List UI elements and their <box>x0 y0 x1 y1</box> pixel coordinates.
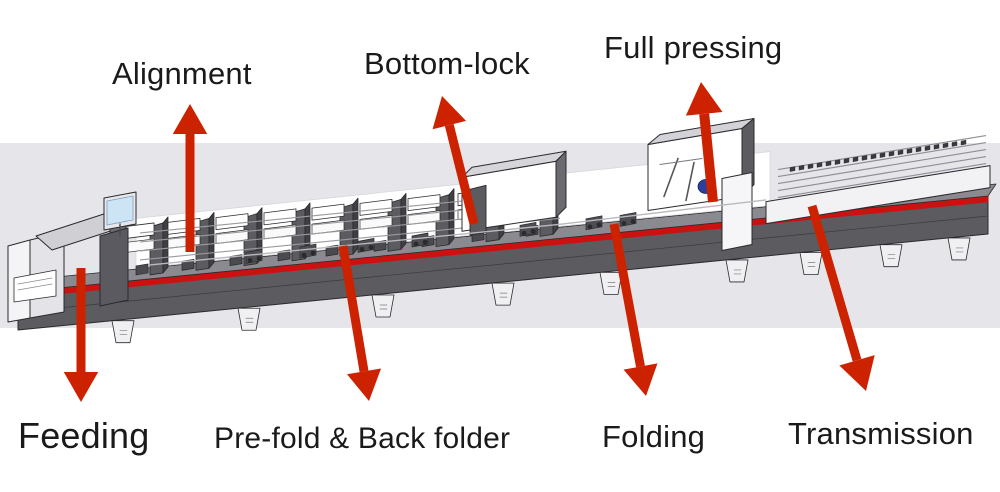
callout-label-transmission: Transmission <box>788 416 974 451</box>
machine-roller <box>596 222 602 228</box>
arrow-folding-shaft <box>609 223 645 368</box>
arrow-feeding <box>63 268 99 402</box>
arrow-transmission-head <box>839 355 875 391</box>
machine-foot-1 <box>237 307 261 331</box>
machine-foot-3 <box>491 282 515 306</box>
machine-base-seam <box>17 215 989 313</box>
machine-roller <box>587 224 593 230</box>
arrow-pre-fold-head <box>347 368 382 401</box>
arrow-feeding-head <box>63 372 99 402</box>
arrow-bottom-lock <box>432 96 479 226</box>
machine-foot-8 <box>947 237 971 261</box>
arrow-folding-head <box>623 363 658 396</box>
arrow-full-pressing-head <box>685 82 723 116</box>
callout-label-feeding: Feeding <box>18 415 150 456</box>
machine-operator-console <box>99 191 137 307</box>
machine-roller <box>521 230 527 236</box>
callout-label-folding: Folding <box>602 419 706 454</box>
callout-label-bottom-lock: Bottom-lock <box>364 46 530 81</box>
machine-roller <box>621 221 627 226</box>
machine-roller <box>310 250 316 256</box>
machine-foot-2 <box>371 294 395 318</box>
machine-conveyor-rail-3 <box>777 141 987 178</box>
machine-roller <box>413 241 419 247</box>
arrow-transmission <box>807 204 875 391</box>
machine-foot-0 <box>111 320 135 344</box>
arrow-bottom-lock-shaft <box>444 124 479 226</box>
arrow-transmission-shaft <box>807 204 862 362</box>
machine-console-screen <box>106 195 134 226</box>
machine-roller <box>301 252 307 258</box>
machine-foot-6 <box>799 252 823 276</box>
machine-roller <box>530 228 536 234</box>
machine-mechanism-block-2 <box>357 238 375 253</box>
arrow-alignment-head <box>172 104 208 134</box>
machine-roller <box>359 246 365 252</box>
machine-roller <box>422 239 428 245</box>
arrow-alignment-shaft <box>185 134 195 252</box>
arrow-pre-fold-shaft <box>338 245 369 373</box>
arrow-feeding-shaft <box>76 268 86 372</box>
machine-roller <box>247 258 253 263</box>
machine-roller <box>630 219 636 224</box>
arrow-full-pressing <box>685 82 723 203</box>
machine-bottom-lock-housing <box>461 150 567 236</box>
machine-foot-7 <box>879 244 903 268</box>
callout-label-full-pressing: Full pressing <box>604 30 783 65</box>
machine-mechanism-block-3 <box>411 232 429 248</box>
machine-foot-4 <box>599 271 623 295</box>
machine-roller <box>256 256 262 261</box>
machine-conveyor-rail-0 <box>777 162 987 199</box>
machine-roller <box>368 244 374 250</box>
callout-label-pre-fold-back-folder: Pre-fold & Back folder <box>214 422 511 455</box>
machine-mechanism-block-1 <box>299 243 317 259</box>
machine-conveyor-rail-1 <box>777 155 987 192</box>
arrow-alignment <box>172 104 208 252</box>
machine-transmission-conveyor <box>765 134 991 225</box>
machine-product-path <box>149 199 767 266</box>
arrow-full-pressing-shaft <box>699 113 718 203</box>
arrow-folding <box>609 223 658 396</box>
arrow-bottom-lock-head <box>432 96 467 130</box>
arrow-pre-fold <box>338 245 382 401</box>
machine-conveyor-rail-2 <box>777 148 987 185</box>
machine-foot-5 <box>725 259 749 283</box>
machine-mechanism-block-4 <box>519 221 537 237</box>
callout-label-alignment: Alignment <box>112 56 252 91</box>
